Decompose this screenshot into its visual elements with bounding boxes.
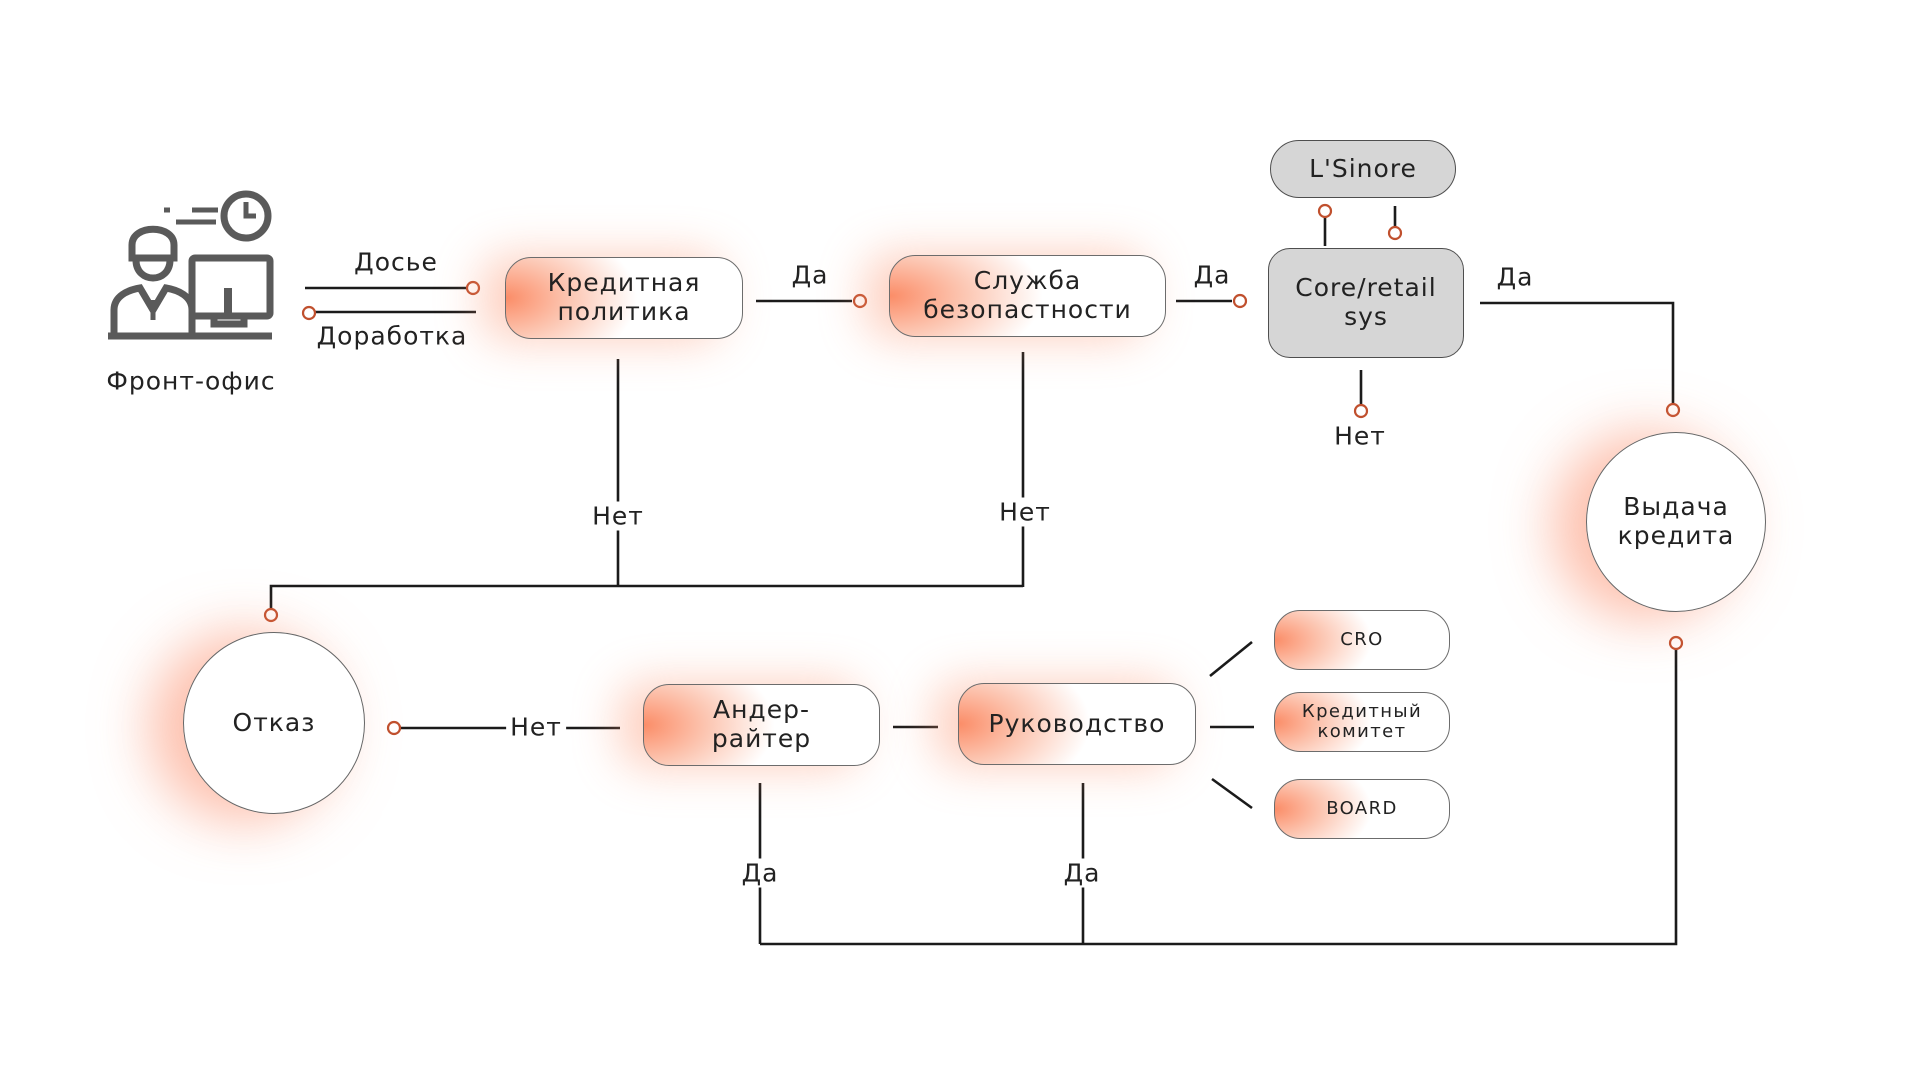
node-management-text: Руководство: [988, 708, 1166, 738]
line-to-board: [1211, 777, 1253, 810]
node-underwriter-text: Андер-райтер: [711, 695, 812, 753]
label-rework: Доработка: [312, 321, 472, 351]
node-credit-committee: Кредитный комитет: [1274, 692, 1450, 752]
label-no-policy: Нет: [588, 501, 648, 531]
line-to-cro: [1209, 640, 1253, 678]
node-credit-policy-text: Кредитная политика: [547, 268, 701, 326]
label-no-security: Нет: [995, 497, 1055, 527]
connector-dot: [263, 607, 279, 623]
connector-dot: [301, 305, 317, 321]
node-refusal-text: Отказ: [232, 707, 316, 737]
node-board-text: BOARD: [1326, 797, 1398, 819]
label-yes-underwriter: Да: [737, 858, 783, 888]
front-office-label: Фронт-офис: [106, 366, 276, 396]
connector-dot: [1353, 403, 1369, 419]
label-no-core: Нет: [1330, 421, 1390, 451]
label-yes-core: Да: [1492, 262, 1538, 292]
label-no-underwriter: Нет: [506, 712, 566, 742]
line-core-yes: [1480, 301, 1675, 404]
label-yes-policy: Да: [787, 260, 833, 290]
node-underwriter: Андер-райтер: [643, 684, 880, 766]
node-lsinore-text: L'Sinore: [1309, 153, 1417, 183]
connector-dot: [1387, 225, 1403, 241]
node-refusal: Отказ: [183, 632, 365, 814]
label-yes-management: Да: [1059, 858, 1105, 888]
connector-dot: [1665, 402, 1681, 418]
node-credit-issue: Выдача кредита: [1586, 432, 1766, 612]
node-board: BOARD: [1274, 779, 1450, 839]
node-core-retail-sys-text: Core/retail sys: [1295, 273, 1437, 331]
connector-dot: [852, 293, 868, 309]
label-dossier: Досье: [350, 247, 442, 277]
office-worker-clock-icon: [108, 190, 274, 340]
connector-dot: [1317, 203, 1333, 219]
node-management: Руководство: [958, 683, 1196, 765]
connector-dot: [386, 720, 402, 736]
connector-dot: [465, 280, 481, 296]
node-core-retail-sys: Core/retail sys: [1268, 248, 1464, 358]
connector-dot: [1668, 635, 1684, 651]
node-credit-policy: Кредитная политика: [505, 257, 743, 339]
line-yes-to-issue: [760, 650, 1678, 946]
node-cro: CRO: [1274, 610, 1450, 670]
node-security: Служба безопастности: [889, 255, 1166, 337]
node-security-text: Служба безопастности: [923, 266, 1132, 324]
node-credit-issue-text: Выдача кредита: [1617, 492, 1735, 550]
node-cro-text: CRO: [1340, 628, 1384, 650]
connector-dot: [1232, 293, 1248, 309]
label-yes-security: Да: [1189, 260, 1235, 290]
node-lsinore: L'Sinore: [1270, 140, 1456, 198]
node-credit-committee-text: Кредитный комитет: [1301, 701, 1423, 742]
line-to-refusal: [269, 584, 1023, 611]
